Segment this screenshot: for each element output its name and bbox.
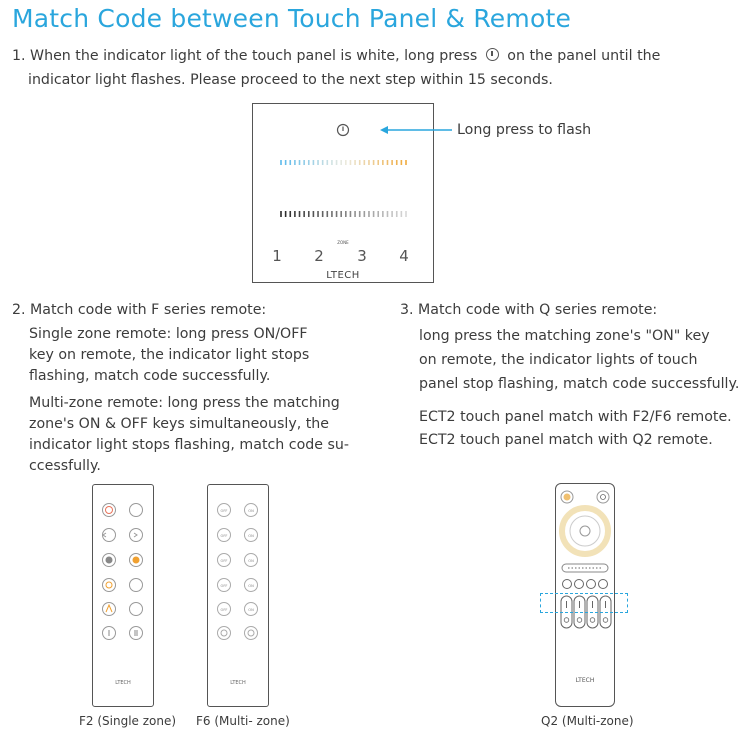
touch-panel-graphic: ZONE 1 2 3 4 LTECH (272, 123, 409, 281)
step1-text-a: 1. When the indicator light of the touch… (12, 48, 478, 64)
touch-panel-illustration: ZONE 1 2 3 4 LTECH (252, 103, 434, 283)
q2-brand-logo: LTECH (576, 677, 595, 684)
step3-heading: 3. Match code with Q series remote: (400, 302, 658, 318)
f6-caption: F6 (Multi- zone) (196, 714, 290, 728)
step2-single-line: flashing, match code successfully. (29, 368, 271, 384)
step3-body: long press the matching zone's "ON" key … (419, 324, 739, 396)
step2-multi-line: zone's ON & OFF keys simultaneously, the (29, 416, 330, 432)
f6-remote-graphic: OFF ON OFF ON OFF ON OFF ON OFF ON LTECH (217, 503, 258, 686)
step1-line1: 1. When the indicator light of the touch… (12, 45, 660, 68)
note-f-series: ECT2 touch panel match with F2/F6 remote… (419, 409, 732, 425)
zone-4-key: 4 (399, 247, 409, 265)
f6-zone1-off: OFF (221, 509, 228, 513)
f6-zone2-off: OFF (221, 534, 228, 538)
f6-zone5-off: OFF (221, 608, 228, 612)
color-temperature-bar (280, 160, 407, 165)
step2-single-zone: Single zone remote: long press ON/OFF ke… (29, 324, 309, 387)
f2-caption: F2 (Single zone) (79, 714, 177, 728)
f6-zone2-on: ON (248, 534, 254, 538)
f6-zone3-off: OFF (221, 559, 228, 563)
zone-1-key: 1 (272, 247, 282, 265)
panel-power-icon (336, 123, 350, 137)
step1-line2: indicator light flashes. Please proceed … (28, 72, 553, 88)
zone-2-key: 2 (314, 247, 324, 265)
f6-zone1-on: ON (248, 509, 254, 513)
zone-3-key: 3 (357, 247, 367, 265)
f6-remote: OFF ON OFF ON OFF ON OFF ON OFF ON LTECH (207, 484, 269, 707)
f6-zone5-on: ON (248, 608, 254, 612)
step3-line: panel stop flashing, match code successf… (419, 376, 740, 392)
zone-label: ZONE (337, 240, 349, 245)
power-icon (485, 48, 499, 61)
step1-text-b: on the panel until the (507, 48, 661, 64)
step2-multi-line: ccessfully. (29, 458, 101, 474)
f6-zone3-on: ON (248, 559, 254, 563)
page-title: Match Code between Touch Panel & Remote (12, 4, 572, 33)
step2-multi-line: Multi-zone remote: long press the matchi… (29, 395, 340, 411)
step2-multi-line: indicator light stops flashing, match co… (29, 437, 350, 453)
f6-zone4-off: OFF (221, 584, 228, 588)
f6-brand-logo: LTECH (230, 680, 246, 686)
q2-remote: LTECH (555, 483, 615, 707)
f2-brand-logo: LTECH (115, 680, 131, 686)
callout-arrow (380, 126, 452, 134)
step2-single-line: Single zone remote: long press ON/OFF (29, 326, 308, 342)
note-q-series: ECT2 touch panel match with Q2 remote. (419, 432, 713, 448)
step2-heading: 2. Match code with F series remote: (12, 302, 267, 318)
step3-line: long press the matching zone's "ON" key (419, 328, 710, 344)
f2-remote: LTECH (92, 484, 154, 707)
q2-caption: Q2 (Multi-zone) (541, 714, 634, 728)
step3-line: on remote, the indicator lights of touch (419, 352, 698, 368)
step2-multi-zone: Multi-zone remote: long press the matchi… (29, 393, 349, 477)
f6-zone4-on: ON (248, 584, 254, 588)
callout-label: Long press to flash (457, 122, 592, 138)
panel-brand-logo: LTECH (326, 270, 360, 281)
on-keys-highlight (540, 593, 628, 613)
f2-remote-graphic: LTECH (102, 503, 143, 686)
step3-notes: ECT2 touch panel match with F2/F6 remote… (419, 406, 732, 452)
brightness-bar (280, 211, 407, 217)
step2-single-line: key on remote, the indicator light stops (29, 347, 310, 363)
